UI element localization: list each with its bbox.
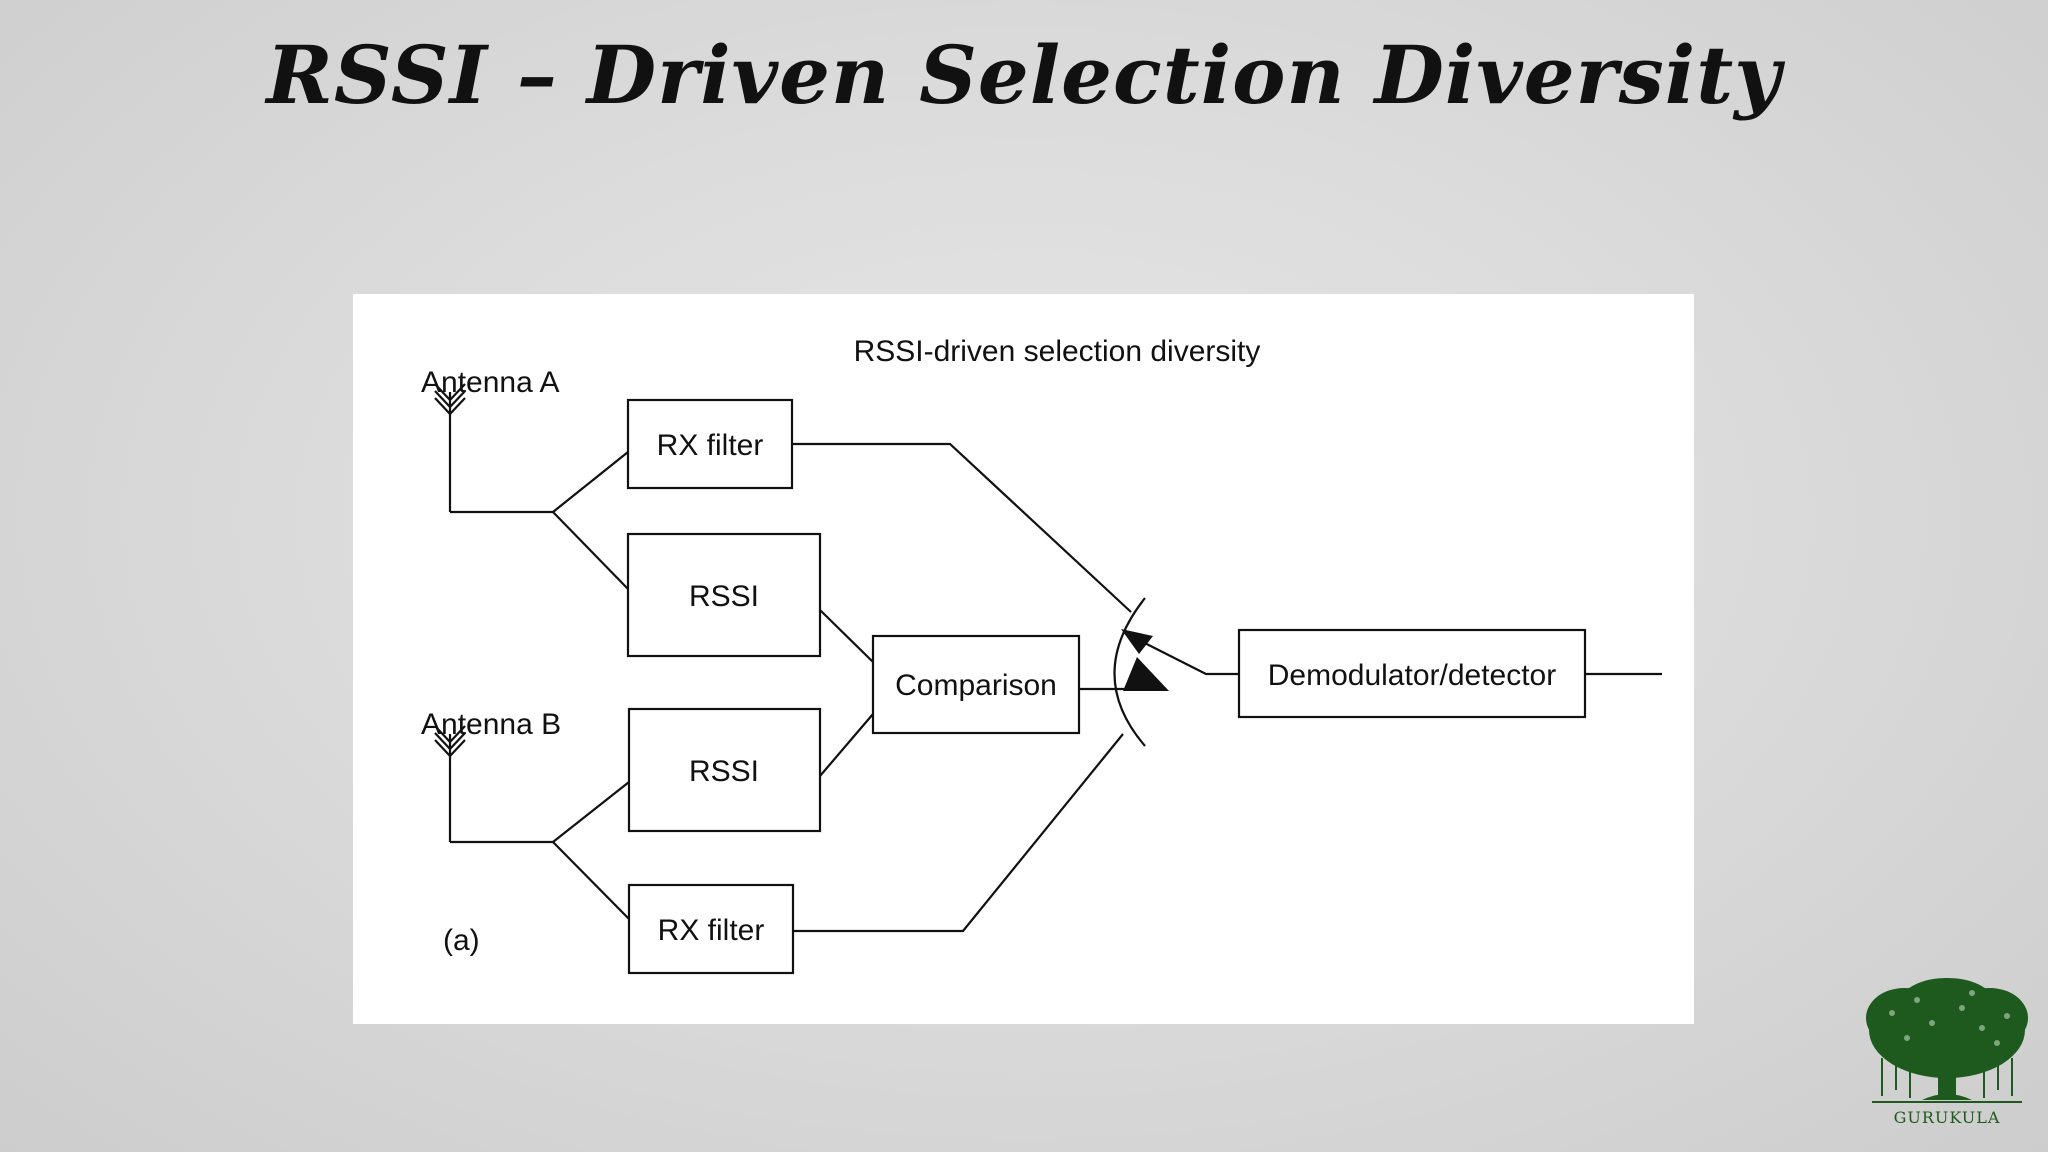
antenna-a-to-rx-filter-line	[552, 451, 629, 513]
antenna-a-label: Antenna A	[421, 366, 559, 399]
antenna-b-label: Antenna B	[421, 708, 561, 741]
antenna-b-to-rssi-line	[552, 781, 630, 843]
block-diagram: RSSI-driven selection diversity Antenna …	[421, 335, 1662, 975]
gurukula-logo: GURUKULA	[1866, 978, 2028, 1127]
switch-arrowhead-top	[1121, 629, 1153, 654]
diagram-caption: RSSI-driven selection diversity	[854, 335, 1261, 368]
demodulator-label: Demodulator/detector	[1268, 659, 1557, 692]
comparison-label: Comparison	[895, 669, 1057, 702]
rx-filter-b-label: RX filter	[658, 914, 765, 947]
panel-label: (a)	[443, 924, 480, 957]
rssi-b-box	[627, 707, 822, 833]
rssi-b-to-comparison-line	[819, 713, 874, 777]
antenna-a-icon	[434, 383, 553, 514]
switch-arrowhead-bottom	[1123, 657, 1169, 691]
switch-arc	[1113, 597, 1146, 747]
antenna-b-to-rx-filter-line	[552, 841, 630, 920]
rx-filter-b-to-switch-line	[793, 733, 1124, 933]
rx-filter-b-box	[627, 883, 795, 975]
slide-title: RSSI – Driven Selection Diversity	[266, 28, 1782, 122]
switch-to-demodulator-line	[1122, 631, 1239, 676]
rssi-a-box	[626, 532, 822, 658]
antenna-a-to-rssi-line	[552, 511, 629, 590]
diagram-panel: RSSI-driven selection diversity Antenna …	[353, 294, 1694, 1024]
rssi-b-label: RSSI	[689, 755, 759, 788]
rx-filter-a-label: RX filter	[657, 429, 764, 462]
rssi-a-to-comparison-line	[819, 609, 874, 663]
logo-text: GURUKULA	[1894, 1108, 2001, 1127]
rssi-a-label: RSSI	[689, 580, 759, 613]
rx-filter-a-to-switch-line	[792, 442, 1132, 613]
comparison-box	[871, 634, 1081, 735]
antenna-b-icon	[434, 725, 553, 844]
